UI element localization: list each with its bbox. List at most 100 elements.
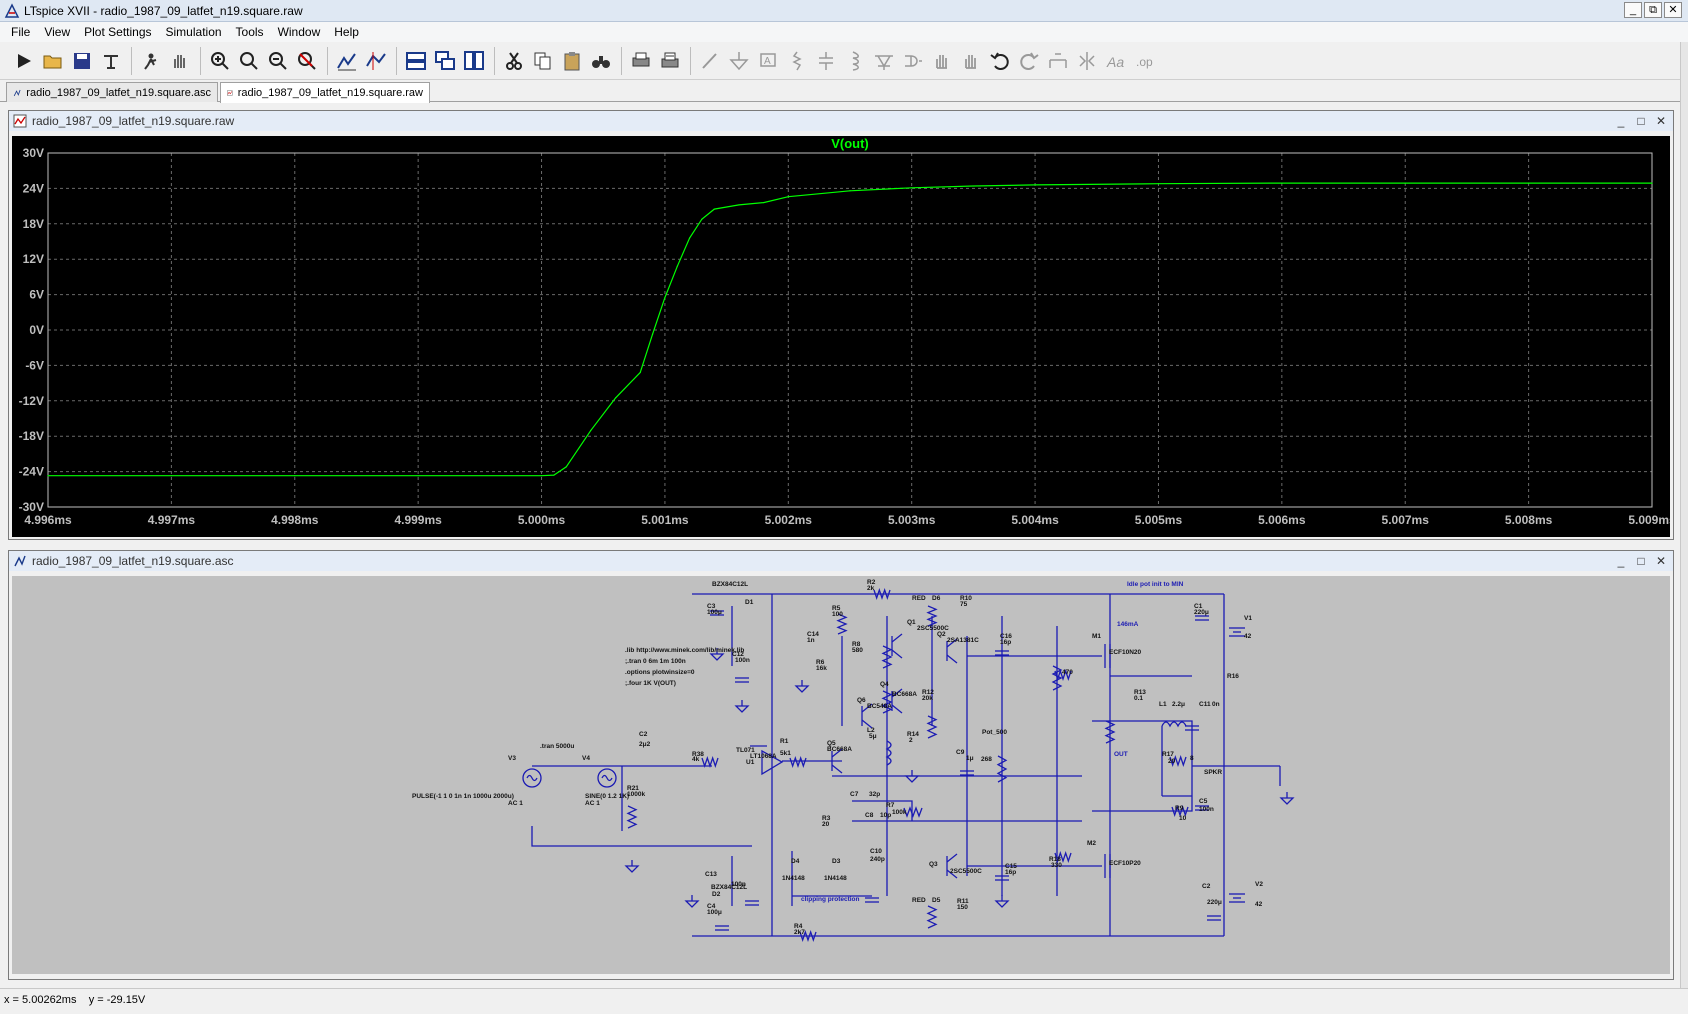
- spice-directive[interactable]: ;.tran 0 6m 1m 100n: [625, 658, 686, 665]
- ground-button[interactable]: [725, 47, 753, 75]
- cut-button[interactable]: [500, 47, 528, 75]
- halt-button[interactable]: [137, 47, 165, 75]
- text-button[interactable]: Aa: [1102, 47, 1130, 75]
- component-label: 16k: [816, 665, 827, 672]
- menu-plot-settings[interactable]: Plot Settings: [84, 25, 152, 39]
- mirror-button[interactable]: [1073, 47, 1101, 75]
- resistor-button[interactable]: [783, 47, 811, 75]
- source-spec[interactable]: PULSE(-1 1 0 1n 1n 1000u 2000u): [412, 793, 514, 800]
- transistor: [861, 703, 873, 713]
- menu-simulation[interactable]: Simulation: [165, 25, 222, 39]
- undo-button[interactable]: [986, 47, 1014, 75]
- open-button[interactable]: [39, 47, 67, 75]
- source-spec[interactable]: AC 1: [508, 800, 523, 807]
- panel-maximize-button[interactable]: □: [1637, 553, 1645, 568]
- transistor: [946, 869, 958, 879]
- component-label: V4: [582, 755, 590, 762]
- data-point: [553, 474, 555, 476]
- schematic-window-title: radio_1987_09_latfet_n19.square.asc: [32, 554, 234, 568]
- transistor: [946, 853, 958, 863]
- autorange-button[interactable]: [333, 47, 361, 75]
- label-net-button[interactable]: A: [754, 47, 782, 75]
- tab-schematic[interactable]: radio_1987_09_latfet_n19.square.asc: [6, 82, 218, 102]
- component-label: 1μ: [966, 755, 974, 762]
- vertical-scrollbar[interactable]: [1680, 42, 1688, 988]
- source-spec[interactable]: .tran 5000u: [540, 743, 574, 750]
- zoom-out-icon: [269, 51, 287, 70]
- zoom-out-button[interactable]: [264, 47, 292, 75]
- menu-window[interactable]: Window: [277, 25, 321, 39]
- markers-button[interactable]: [362, 47, 390, 75]
- cascade-button[interactable]: [431, 47, 459, 75]
- zoom-cancel-button[interactable]: [293, 47, 321, 75]
- menu-tools[interactable]: Tools: [235, 25, 264, 39]
- component-label: 2SC5500C: [950, 868, 982, 875]
- find-button[interactable]: [587, 47, 615, 75]
- component-label: 2k: [867, 585, 875, 592]
- drag-button[interactable]: [957, 47, 985, 75]
- component-label: 470: [1062, 669, 1073, 676]
- data-point: [47, 475, 49, 477]
- tile-horizontal-button[interactable]: [402, 47, 430, 75]
- spice-directive[interactable]: ;.four 1K V(OUT): [625, 680, 676, 687]
- component-button[interactable]: [899, 47, 927, 75]
- diode-button[interactable]: [870, 47, 898, 75]
- pan-hand-button[interactable]: [166, 47, 194, 75]
- copy-icon: [534, 52, 551, 69]
- paste-button[interactable]: [558, 47, 586, 75]
- svg-text:Aa: Aa: [1106, 54, 1124, 70]
- draw-wire-button[interactable]: [696, 47, 724, 75]
- zoom-area-button[interactable]: [235, 47, 263, 75]
- data-point: [1281, 182, 1283, 184]
- inductor-button[interactable]: [841, 47, 869, 75]
- component-label: ECF10P20: [1109, 860, 1141, 867]
- x-tick-label: 5.003ms: [888, 513, 936, 527]
- zoom-in-button[interactable]: [206, 47, 234, 75]
- restore-button[interactable]: ⧉: [1644, 2, 1662, 18]
- zoom-in-icon: [211, 51, 229, 70]
- redo-button[interactable]: [1015, 47, 1043, 75]
- menu-file[interactable]: File: [11, 25, 31, 39]
- data-point: [170, 475, 172, 477]
- panel-close-button[interactable]: ✕: [1655, 553, 1667, 568]
- component-label: R4: [794, 923, 803, 930]
- halt-icon: [144, 53, 157, 70]
- tile-vertical-button[interactable]: [460, 47, 488, 75]
- print-button[interactable]: [627, 47, 655, 75]
- rotate-button[interactable]: [1044, 47, 1072, 75]
- copy-button[interactable]: [529, 47, 557, 75]
- run-button[interactable]: [10, 47, 38, 75]
- spice-directive[interactable]: .lib http://www.minek.com/lib/minek.lib: [625, 647, 744, 654]
- panel-close-button[interactable]: ✕: [1655, 113, 1667, 128]
- tab-waveform[interactable]: radio_1987_09_latfet_n19.square.raw: [220, 82, 430, 103]
- component-label: M1: [1092, 633, 1101, 640]
- menu-help[interactable]: Help: [334, 25, 359, 39]
- trace-label[interactable]: V(out): [831, 136, 869, 151]
- capacitor-button[interactable]: [812, 47, 840, 75]
- spice-directive[interactable]: .options plotwinsize=0: [625, 669, 695, 676]
- panel-minimize-button[interactable]: _: [1617, 113, 1625, 128]
- panel-maximize-button[interactable]: □: [1637, 113, 1645, 128]
- panel-minimize-button[interactable]: _: [1617, 553, 1625, 568]
- source-spec[interactable]: AC 1: [585, 800, 600, 807]
- minimize-button[interactable]: _: [1624, 2, 1642, 18]
- spice-directive-button[interactable]: .op: [1131, 47, 1159, 75]
- save-button[interactable]: [68, 47, 96, 75]
- menu-view[interactable]: View: [44, 25, 71, 39]
- control-panel-button[interactable]: [97, 47, 125, 75]
- component-label: L2: [867, 727, 875, 734]
- component-label: Pot_500: [982, 729, 1007, 736]
- print-setup-button[interactable]: [656, 47, 684, 75]
- x-tick-label: 5.001ms: [641, 513, 689, 527]
- move-button[interactable]: [928, 47, 956, 75]
- close-button[interactable]: ✕: [1664, 2, 1682, 18]
- source-spec[interactable]: SINE(0 1.2 1K): [585, 793, 629, 800]
- component-label: D1: [745, 599, 754, 606]
- component-label: C4: [707, 903, 716, 910]
- component-label: 8: [1190, 755, 1194, 762]
